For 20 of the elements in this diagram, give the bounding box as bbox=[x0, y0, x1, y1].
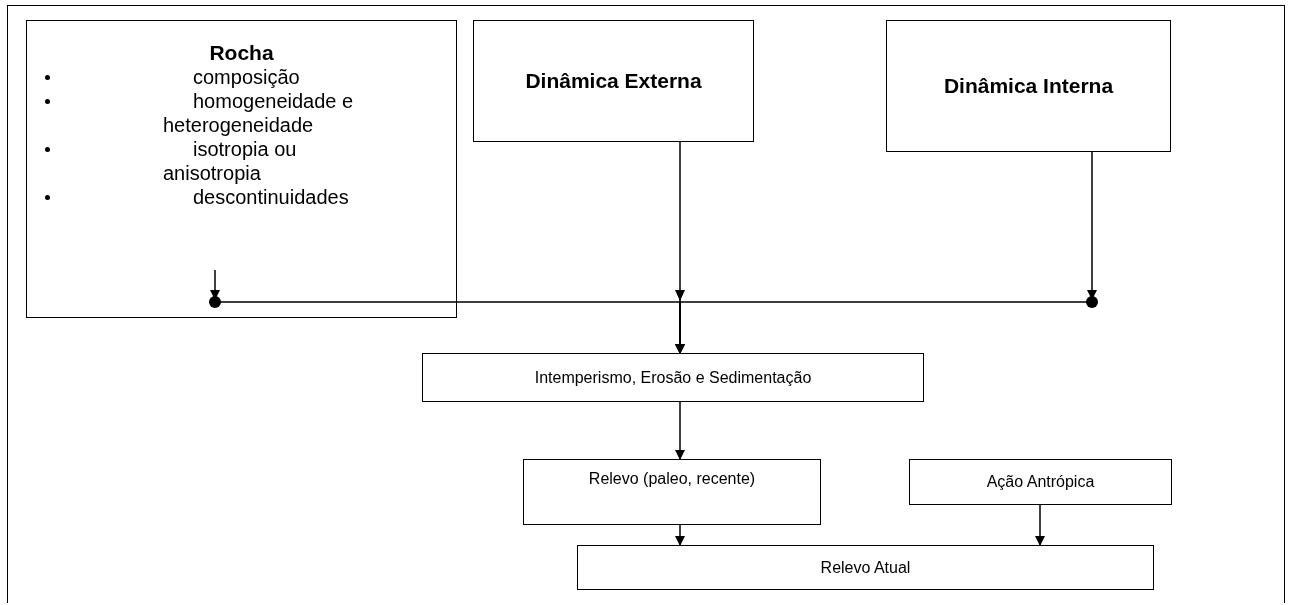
arrow bbox=[675, 401, 685, 460]
box-label: Dinâmica Externa bbox=[525, 69, 702, 93]
process-box bbox=[886, 20, 1171, 152]
arrow bbox=[1035, 504, 1045, 546]
bullet-item: composição bbox=[27, 65, 456, 89]
arrow bbox=[675, 524, 685, 546]
box-label: Dinâmica Interna bbox=[943, 74, 1114, 98]
process-box bbox=[523, 459, 821, 525]
process-box bbox=[577, 545, 1154, 590]
arrow bbox=[675, 151, 1093, 354]
box-label: Intemperismo, Erosão e Sedimentação bbox=[534, 368, 812, 387]
box-label: Relevo Atual bbox=[820, 558, 911, 577]
box-label: Ação Antrópica bbox=[986, 473, 1095, 491]
process-box bbox=[422, 353, 924, 402]
bullet-item: descontinuidades bbox=[27, 185, 456, 209]
process-box bbox=[473, 20, 754, 142]
box-label: Relevo (paleo, recente) bbox=[588, 470, 756, 488]
process-box bbox=[26, 20, 457, 318]
box-heading: Rocha bbox=[209, 41, 274, 65]
process-box bbox=[909, 459, 1172, 505]
